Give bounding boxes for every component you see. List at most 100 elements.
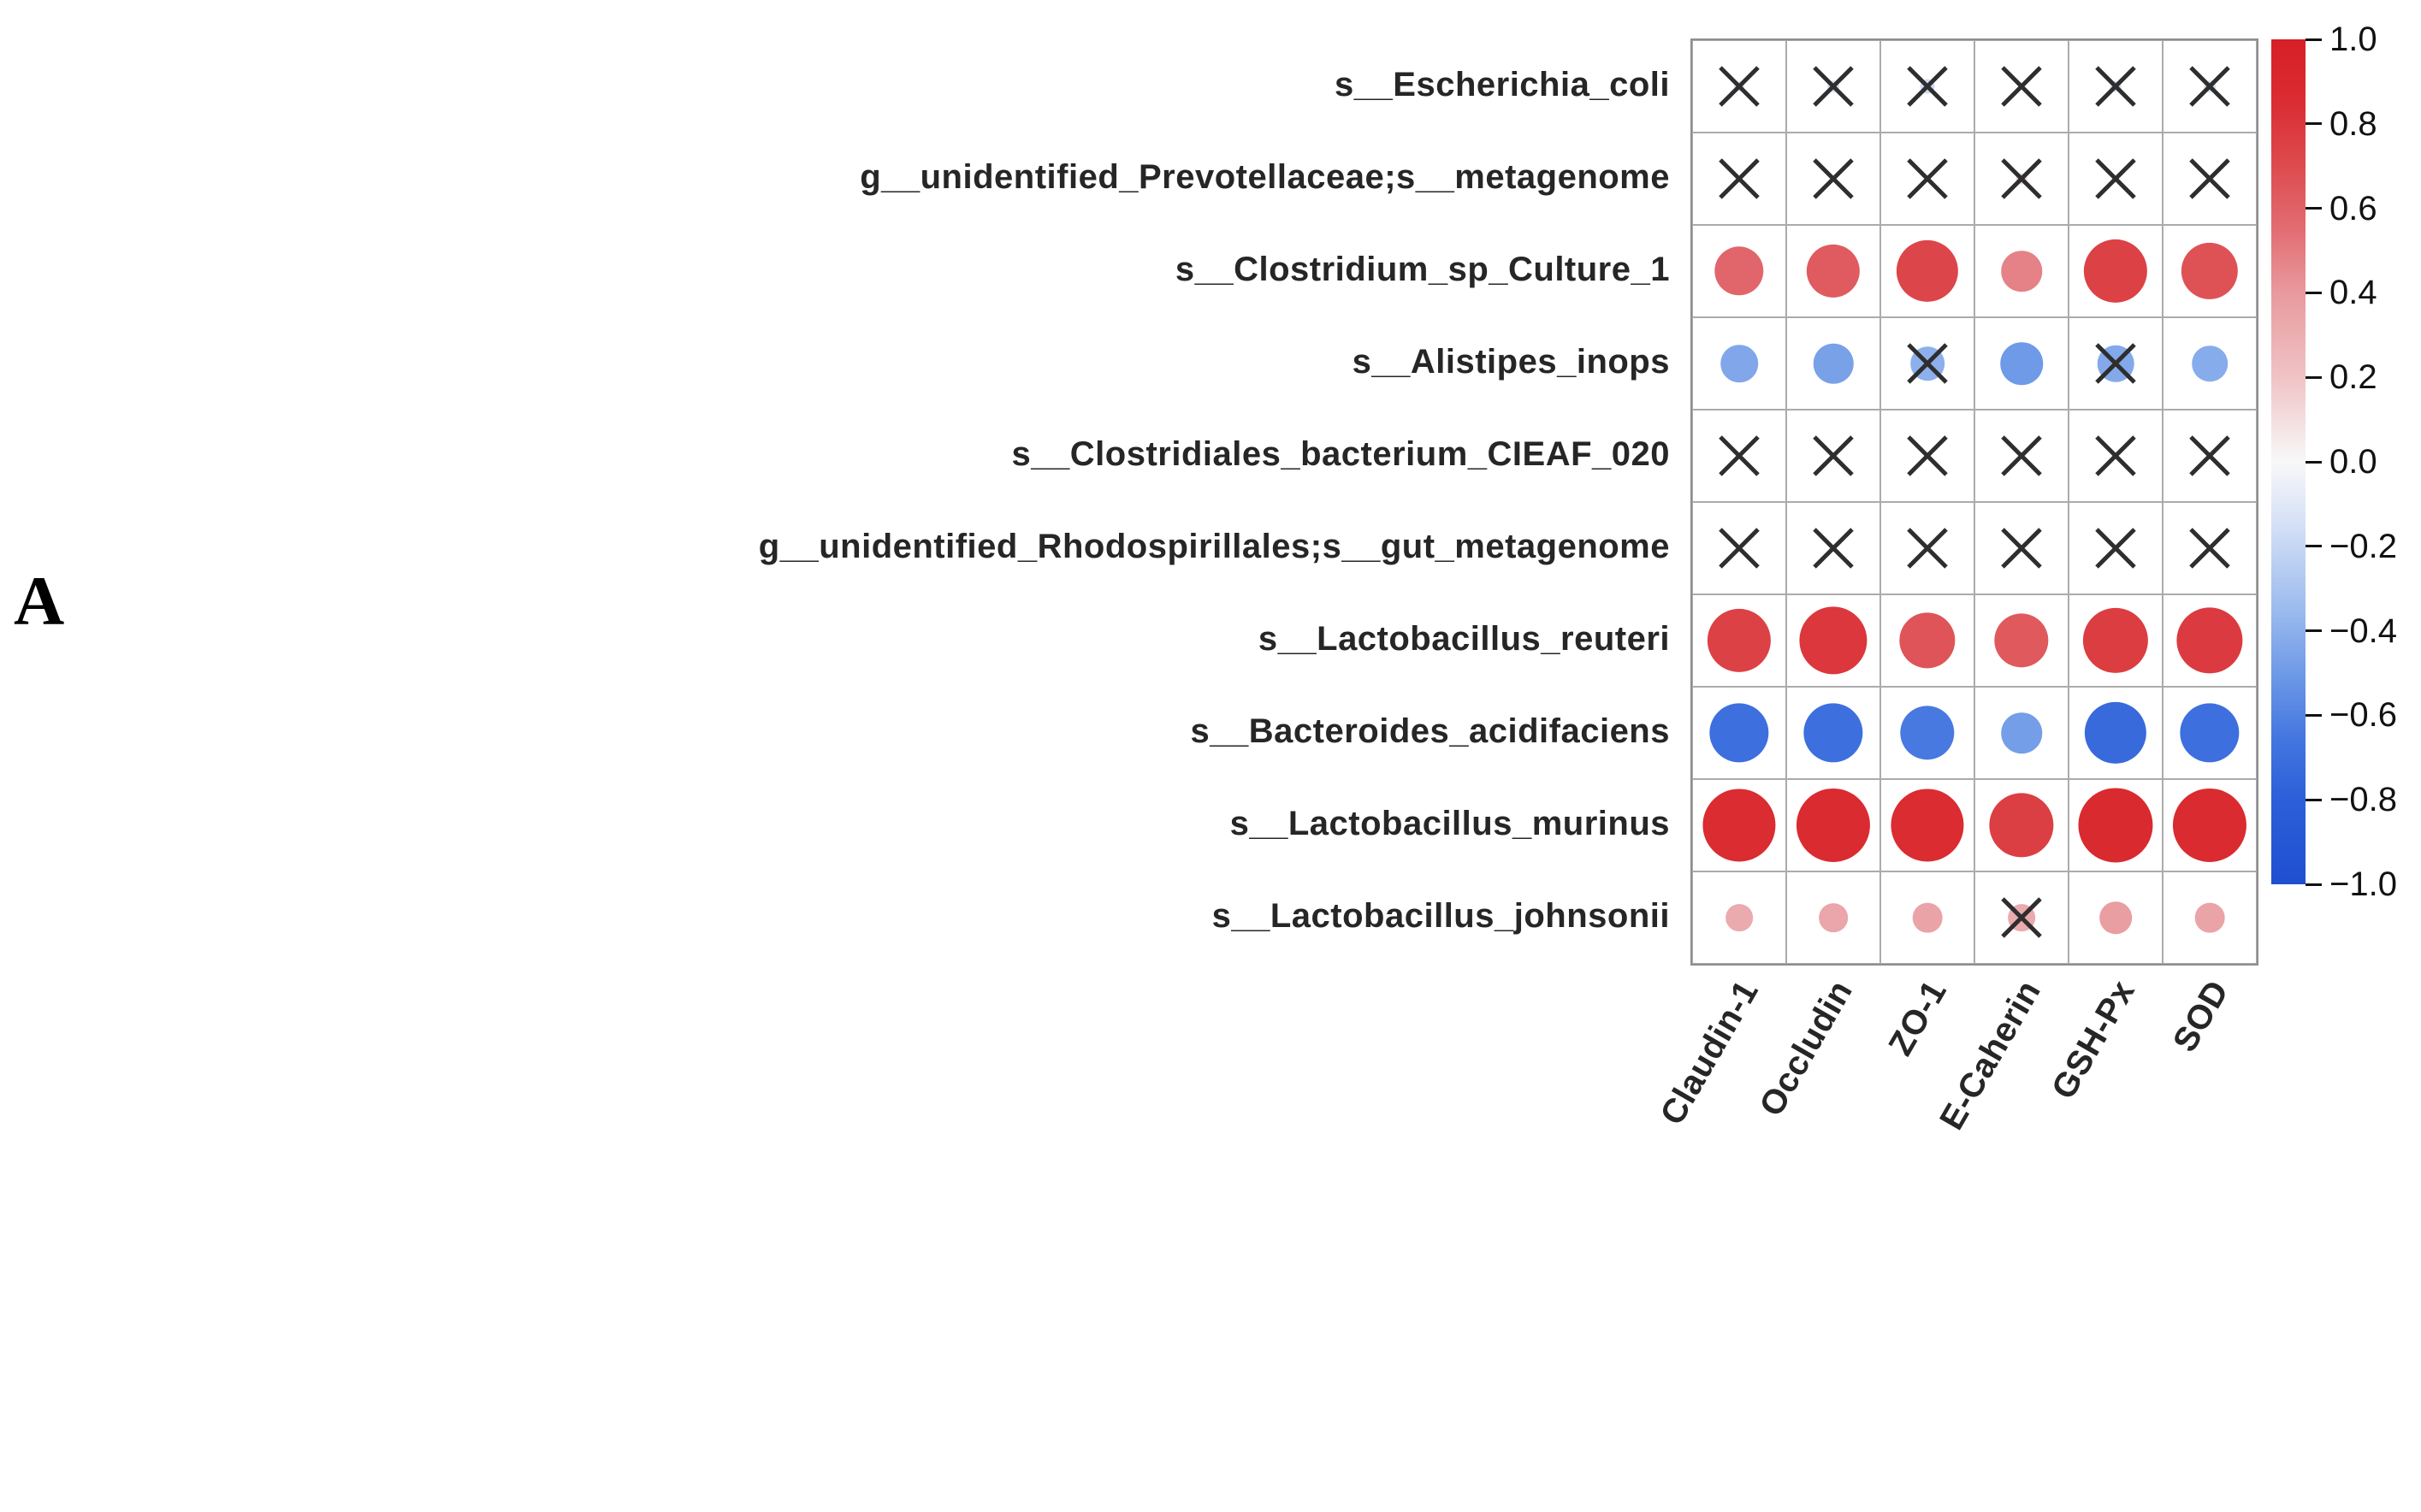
row-label: s__Alistipes_inops [1352,342,1670,381]
x-mark-icon [1808,431,1858,481]
colorbar-tick [2306,713,2322,717]
colorbar-tick [2306,460,2322,464]
row-label: s__Clostridium_sp_Culture_1 [1175,250,1670,288]
correlation-dot [2001,712,2042,753]
x-mark-icon [2091,431,2140,481]
colorbar-tick [2306,545,2322,548]
x-mark-icon [1714,523,1764,573]
colorbar-tick [2306,38,2322,41]
colorbar-tick [2306,291,2322,294]
x-mark-icon [1997,154,2046,204]
x-mark-icon [1714,154,1764,204]
colorbar-tick-label: 1.0 [2329,21,2377,58]
matrix-cell [1974,410,2069,502]
correlation-dot [1714,246,1764,296]
x-mark-icon [1997,523,2046,573]
x-mark-icon [1903,339,1952,388]
matrix-cell [2069,687,2163,779]
colorbar-tick [2306,798,2322,801]
correlation-dot [1912,902,1943,933]
matrix-cell [2163,594,2257,687]
matrix-cell [1786,317,1880,410]
correlation-dot [2001,251,2042,292]
matrix-cell [2069,317,2163,410]
matrix-cell [1974,871,2069,964]
row-label: s__Escherichia_coli [1335,65,1670,103]
matrix-cell [1692,687,1786,779]
matrix-cell [1692,410,1786,502]
correlation-dot [1994,613,2049,668]
matrix-cell [1786,502,1880,594]
matrix-cell [2069,871,2163,964]
x-mark-icon [2185,431,2235,481]
x-mark-icon [1903,431,1952,481]
matrix-cell [2163,502,2257,594]
x-mark-icon [2091,154,2140,204]
matrix-cell [2069,225,2163,317]
x-mark-icon [1997,62,2046,111]
matrix-cell [1786,133,1880,225]
correlation-dot [2099,901,2132,934]
correlation-dot [1896,239,1959,303]
matrix-cell [1880,594,1974,687]
x-mark-icon [1903,154,1952,204]
matrix-cell [1974,687,2069,779]
x-mark-icon [2185,523,2235,573]
matrix-cell [1692,871,1786,964]
correlation-dot [2192,346,2228,381]
matrix-cell [2163,410,2257,502]
matrix-cell [2163,225,2257,317]
matrix-cell [1974,317,2069,410]
x-mark-icon [1997,893,2046,942]
correlation-dot [2078,788,2153,863]
colorbar-tick [2306,122,2322,126]
colorbar-tick-label: 0.6 [2329,189,2377,227]
matrix-cell [1692,133,1786,225]
matrix-cell [2069,779,2163,871]
matrix-cell [1786,40,1880,133]
matrix-cell [1880,410,1974,502]
matrix-cell [2069,40,2163,133]
correlation-dot [1709,703,1769,763]
correlation-dot [1799,606,1868,675]
colorbar-tick-label: −0.2 [2329,527,2397,565]
correlation-dot [1720,345,1758,382]
matrix-cell [2163,687,2257,779]
matrix-cell [1692,40,1786,133]
matrix-cell [1692,225,1786,317]
correlation-dot [1899,612,1956,669]
row-label: s__Lactobacillus_johnsonii [1211,896,1670,935]
panel-label: A [14,562,65,640]
matrix-cell [1786,225,1880,317]
colorbar-tick-label: 0.4 [2329,274,2377,312]
correlation-dot [2000,342,2043,385]
matrix-cell [1974,225,2069,317]
matrix-cell [2163,40,2257,133]
matrix-cell [1692,317,1786,410]
correlation-dot [1819,903,1848,932]
x-mark-icon [1997,431,2046,481]
x-mark-icon [1714,62,1764,111]
row-label: s__Clostridiales_bacterium_CIEAF_020 [1011,434,1670,473]
colorbar-tick [2306,883,2322,886]
row-label: s__Lactobacillus_reuteri [1258,619,1670,658]
matrix-cell [1974,133,2069,225]
matrix-cell [2069,594,2163,687]
colorbar [2271,39,2306,884]
colorbar-tick [2306,629,2322,633]
colorbar-tick [2306,375,2322,379]
matrix-cell [1692,594,1786,687]
matrix-cell [2163,317,2257,410]
matrix-cell [2163,871,2257,964]
correlation-dot [2181,242,2239,300]
colorbar-tick-label: −0.6 [2329,696,2397,735]
colorbar-tick-label: 0.0 [2329,443,2377,481]
matrix-cell [2163,133,2257,225]
matrix-cell [1974,779,2069,871]
matrix-cell [1786,871,1880,964]
matrix-cell [2069,502,2163,594]
colorbar-tick [2306,207,2322,210]
correlation-dot [1813,343,1854,384]
x-mark-icon [2185,154,2235,204]
row-label: s__Lactobacillus_murinus [1229,804,1670,842]
